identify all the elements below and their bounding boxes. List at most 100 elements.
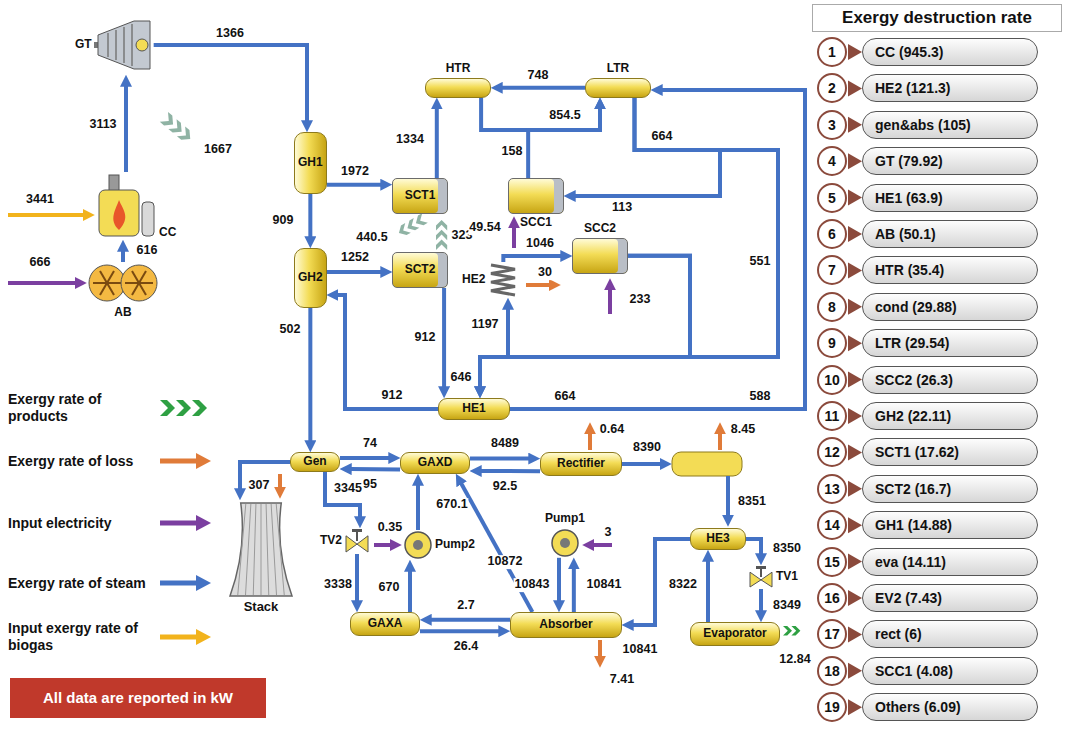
- drawing-part: [261, 504, 262, 595]
- flow-arrow: [337, 295, 438, 409]
- drawing-part: [396, 223, 411, 238]
- flow-arrow: [470, 457, 530, 461]
- component-label: SCT2: [405, 263, 436, 277]
- component-label: 13: [824, 481, 840, 497]
- drawing-part: [791, 626, 800, 636]
- component-label: SCC2 (26.3): [875, 372, 953, 388]
- flow-arrow: [480, 256, 690, 388]
- stack-tower-drawing: [222, 500, 300, 598]
- component-label: HE3: [706, 532, 729, 546]
- legend-row: Exergy rate of loss: [8, 450, 214, 472]
- air-blower-icon: [88, 262, 158, 304]
- drawing-part: [132, 271, 146, 295]
- component-label: SCT1 (17.62): [875, 444, 959, 460]
- rank-circle: 10: [817, 365, 847, 395]
- drawing-part: [405, 532, 431, 558]
- component-label: GAXD: [418, 456, 453, 470]
- drawing-part: [436, 240, 447, 251]
- component-label: 2: [828, 80, 836, 96]
- flow-arrow: [435, 108, 439, 178]
- flow-value: 7.41: [609, 673, 635, 687]
- flow-arrow: [355, 554, 359, 602]
- rank-circle: 1: [817, 37, 847, 67]
- heat-exchanger: GH1: [294, 132, 327, 194]
- note-box: All data are reported in kW: [10, 678, 266, 718]
- component-label: SCC2: [584, 222, 616, 236]
- drawing-part: [276, 504, 284, 595]
- component-label: 4: [828, 153, 836, 169]
- drawing-part: [160, 634, 198, 639]
- rank-pointer: [848, 481, 862, 497]
- flow-value: 646: [450, 371, 473, 385]
- flow-value: 3441: [25, 193, 55, 207]
- flow-arrow: [759, 589, 763, 612]
- rank-pointer: [848, 554, 862, 570]
- component-label: CC (945.3): [875, 44, 943, 60]
- air-blower-drawing: [88, 262, 158, 304]
- drawing-part: [160, 400, 175, 416]
- flow-value: 113: [611, 201, 633, 215]
- steam-arrow: [726, 476, 730, 516]
- drawing-part: [98, 21, 150, 69]
- component-vessel-icon: [585, 78, 651, 98]
- component-label: 15: [824, 554, 840, 570]
- flow-arrow: [528, 108, 600, 178]
- flow-arrow: [340, 456, 390, 460]
- component-label: GH1 (14.88): [875, 517, 952, 533]
- component-vessel: HE3: [690, 528, 746, 550]
- component-label: Evaporator: [703, 627, 766, 641]
- component-vessel: LTR: [585, 62, 651, 98]
- product-chevrons: [160, 112, 195, 144]
- rank-box: SCT2 (16.7): [862, 475, 1038, 503]
- flow-value: 26.4: [453, 640, 479, 654]
- component-label: AB (50.1): [875, 226, 936, 242]
- flow-value: 664: [651, 130, 674, 144]
- drawing-part: [107, 33, 109, 57]
- rank-circle: 19: [817, 692, 847, 722]
- flow-value: 10843: [514, 578, 551, 592]
- flow-value: 1197: [470, 318, 499, 332]
- pump-symbol-icon: [550, 528, 580, 558]
- flow-value: 909: [272, 214, 295, 228]
- coil-heat-exchanger-icon: [487, 262, 519, 298]
- flow-value: 588: [749, 390, 772, 404]
- flow-arrow: [481, 469, 541, 473]
- drawing-part: [160, 112, 177, 130]
- rank-circle: 17: [817, 619, 847, 649]
- rank-circle: 6: [817, 219, 847, 249]
- flow-value: 670: [378, 581, 401, 595]
- component-label: LTR (29.54): [875, 335, 949, 351]
- electricity-arrow: [512, 227, 516, 248]
- combustion-chamber-drawing: [95, 172, 157, 240]
- product-chevrons: [436, 220, 447, 250]
- flow-arrow: [746, 539, 761, 555]
- legend-text: Input exergy rate of biogas: [8, 620, 156, 654]
- rank-pointer: [848, 517, 862, 533]
- flow-value: 49.54: [468, 221, 501, 235]
- turbine-box: SCC1: [508, 178, 564, 230]
- drawing-part: [196, 575, 211, 591]
- rank-box: LTR (29.54): [862, 329, 1038, 357]
- component-label: 1: [828, 44, 836, 60]
- drawing-part: [168, 119, 185, 137]
- rank-pointer: [848, 299, 862, 315]
- rank-box: SCC2 (26.3): [862, 366, 1038, 394]
- rank-pointer: [848, 226, 862, 242]
- rank-box: Others (6.09): [862, 693, 1038, 721]
- rank-box: CC (945.3): [862, 38, 1038, 66]
- rank-box: cond (29.88): [862, 293, 1038, 321]
- throttle-valve: TV1: [748, 565, 798, 589]
- rank-box: SCT1 (17.62): [862, 438, 1038, 466]
- drawing-part: [160, 521, 198, 526]
- flow-value: 0.35: [377, 521, 403, 535]
- rank-box: GH1 (14.88): [862, 511, 1038, 539]
- drawing-part: [136, 39, 148, 51]
- combustion-chamber: CC: [95, 172, 176, 240]
- rank-pointer: [848, 408, 862, 424]
- throttle-valve-icon: [344, 528, 370, 554]
- flow-arrow: [408, 571, 412, 613]
- drawing-part: [436, 220, 447, 231]
- component-vessel: Absorber: [510, 612, 622, 638]
- component-label: 9: [828, 335, 836, 351]
- legend-sample: [156, 450, 214, 472]
